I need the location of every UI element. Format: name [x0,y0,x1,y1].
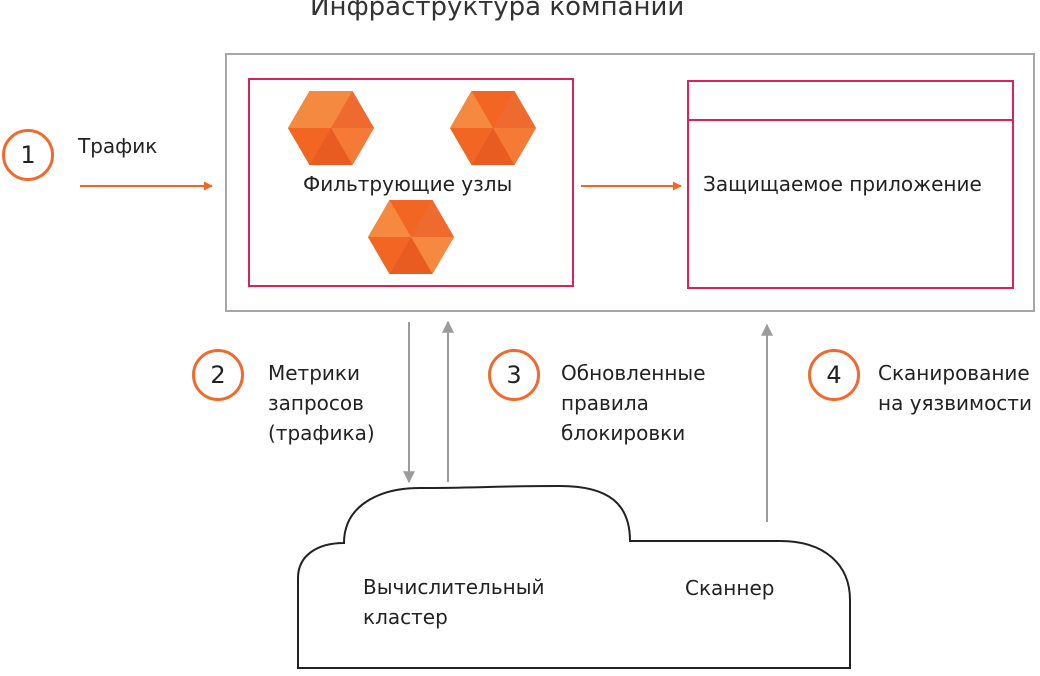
step-2-badge: 2 [192,349,244,401]
step-1-label: Трафик [78,134,158,158]
page-title: Инфраструктура компании [310,0,685,22]
filter-nodes-box [248,78,574,287]
filter-node-hexagon-icon [368,200,454,274]
protected-app-label: Защищаемое приложение [703,172,982,196]
step-2-label: Метрики запросов (трафика) [268,361,375,445]
filter-node-hexagon-icon [288,91,374,165]
filter-node-hexagon-icon [450,91,536,165]
infrastructure-frame [225,53,1035,312]
step-3-label: Обновленные правила блокировки [561,361,706,445]
protected-app-box [687,80,1014,289]
step-3-badge: 3 [488,349,540,401]
step-4-label: Сканирование на уязвимости [878,361,1032,415]
compute-cloud-shape [297,484,851,669]
filter-nodes-label: Фильтрующие узлы [303,172,513,196]
step-1-badge: 1 [2,129,54,181]
step-4-badge: 4 [808,349,860,401]
scanner-label: Сканнер [685,576,775,600]
compute-cluster-label: Вычислительный кластер [363,575,545,629]
